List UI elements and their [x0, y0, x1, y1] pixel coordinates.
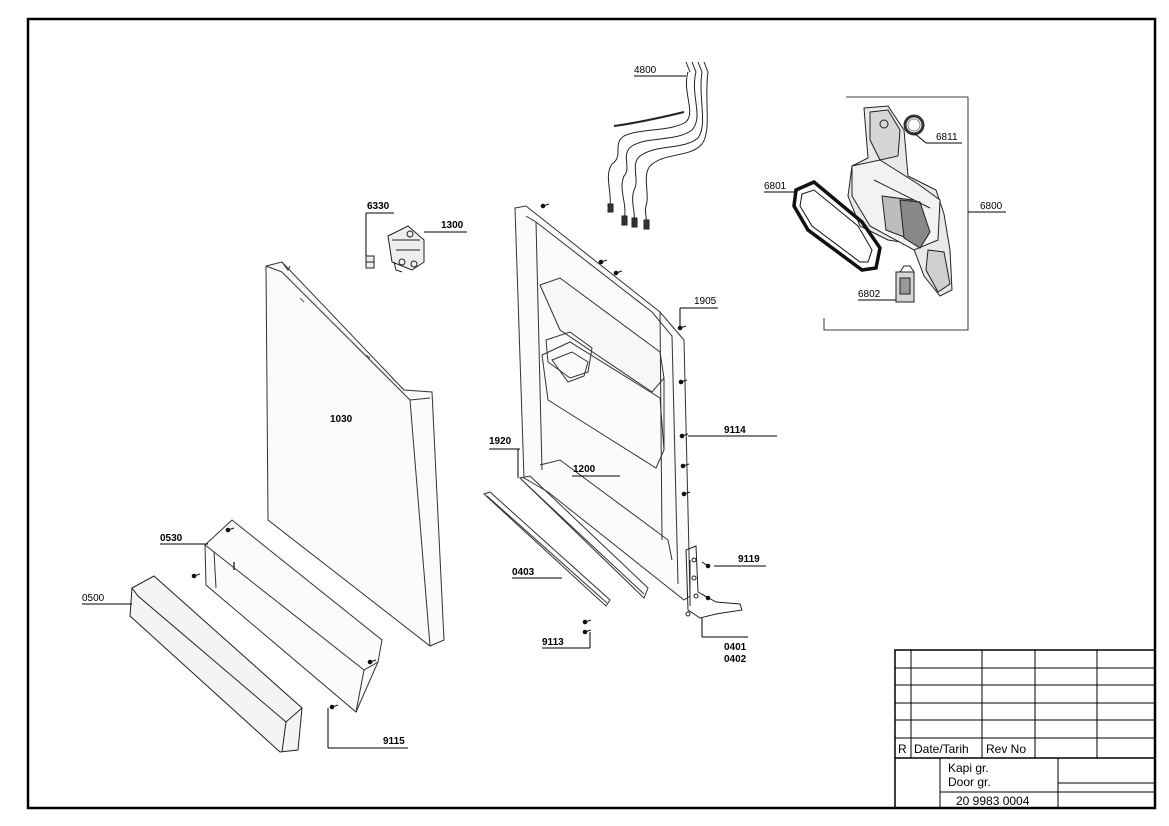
screw-icon — [191, 573, 201, 579]
hinge-0401-0402[interactable] — [685, 545, 743, 619]
label-1030: 1030 — [330, 414, 353, 425]
label-1300: 1300 — [441, 220, 464, 231]
screw-icon — [677, 325, 687, 331]
seal-strip-1920[interactable] — [518, 475, 649, 599]
wiring-harness-4800[interactable] — [607, 61, 709, 230]
title-english: Door gr. — [948, 775, 991, 789]
label-6330: 6330 — [367, 201, 390, 212]
plinth-0500[interactable] — [129, 575, 303, 753]
label-1200: 1200 — [573, 464, 596, 475]
inner-door-1200[interactable] — [514, 205, 691, 601]
label-0530: 0530 — [160, 533, 183, 544]
dispenser-bracket-6800 — [823, 96, 969, 331]
screw-icon — [598, 259, 608, 265]
label-0401: 0401 — [724, 642, 747, 653]
bottom-bracket-0530[interactable] — [204, 519, 383, 713]
label-9113: 9113 — [542, 637, 564, 648]
label-4800: 4800 — [634, 65, 657, 76]
label-1920: 1920 — [489, 436, 512, 447]
screw-icon — [225, 527, 235, 533]
title-block — [894, 649, 1156, 809]
screw-icon — [678, 379, 688, 385]
rev-no-header: Rev No — [986, 742, 1026, 756]
label-9114: 9114 — [724, 425, 746, 436]
screw-icon — [367, 659, 377, 665]
label-6800: 6800 — [980, 201, 1003, 212]
screw-icon — [680, 463, 690, 469]
screw-icon — [701, 593, 711, 601]
label-6801: 6801 — [764, 181, 787, 192]
label-9115: 9115 — [383, 736, 405, 747]
drawing-number: 20 9983 0004 — [956, 794, 1030, 808]
screw-icon — [701, 561, 711, 569]
sheet-border — [26, 17, 1157, 810]
leader-lines — [82, 75, 1006, 749]
label-6811: 6811 — [936, 132, 958, 143]
screw-icon — [679, 433, 689, 439]
screw-group — [191, 203, 711, 710]
dispenser-6800[interactable] — [847, 105, 953, 297]
screw-icon — [582, 629, 592, 635]
revision-marker: R — [898, 742, 907, 756]
lower-strip-0403[interactable] — [483, 491, 611, 607]
screw-icon — [582, 619, 592, 625]
dispenser-actuator-6802[interactable] — [895, 265, 915, 303]
dispenser-gasket-6801[interactable] — [792, 179, 882, 272]
label-6802: 6802 — [858, 289, 881, 300]
screw-icon — [329, 704, 339, 710]
label-0403: 0403 — [512, 567, 535, 578]
screw-icon — [613, 270, 623, 276]
date-header: Date/Tarih — [914, 742, 969, 756]
latch-mechanism-1300[interactable] — [387, 225, 425, 273]
label-9119: 9119 — [738, 554, 760, 565]
part-labels: 4800 6811 6801 6800 6802 6330 1300 1905 … — [82, 65, 1003, 747]
outer-door-panel-1030[interactable] — [265, 261, 445, 647]
dispenser-ring-6811[interactable] — [903, 114, 925, 136]
screw-icon — [540, 203, 550, 209]
title-turkish: Kapi gr. — [948, 761, 989, 775]
latch-6330[interactable] — [365, 255, 375, 269]
label-0402: 0402 — [724, 654, 747, 665]
screw-icon — [681, 491, 691, 497]
label-1905: 1905 — [694, 296, 717, 307]
label-0500: 0500 — [82, 593, 105, 604]
